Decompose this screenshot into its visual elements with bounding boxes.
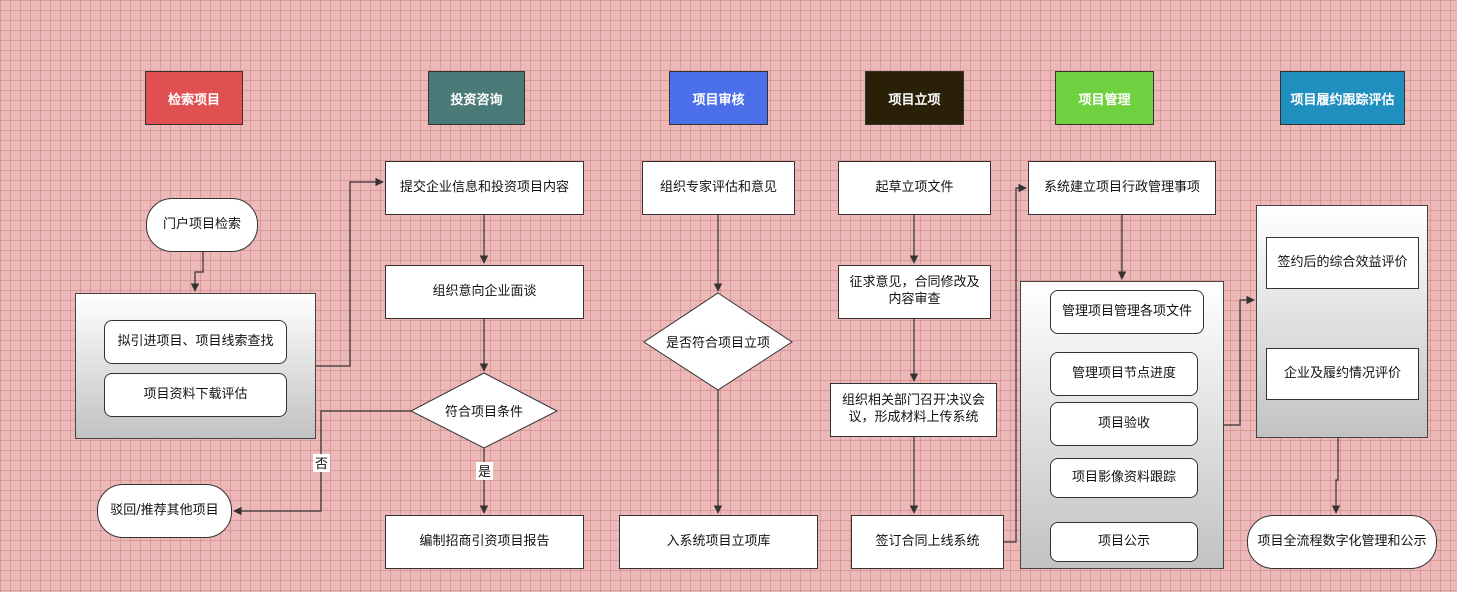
header-performance-tracking: 项目履约跟踪评估 — [1280, 71, 1405, 125]
panel-item-download-evaluate: 项目资料下载评估 — [104, 373, 287, 417]
arrow-sign-to-admin — [1004, 183, 1027, 543]
header-project-review: 项目审核 — [669, 71, 768, 125]
publicity-item: 项目公示 — [1050, 522, 1198, 562]
portal-search-node: 门户项目检索 — [146, 198, 258, 252]
interview-node: 组织意向企业面谈 — [385, 265, 584, 319]
admin-matters-node: 系统建立项目行政管理事项 — [1028, 161, 1216, 215]
manage-files-item: 管理项目管理各项文件 — [1050, 290, 1204, 334]
header-project-approval: 项目立项 — [865, 71, 964, 125]
arrow-management-to-evaluation — [1224, 295, 1255, 426]
yes-label: 是 — [478, 465, 491, 480]
image-tracking-item: 项目影像资料跟踪 — [1050, 458, 1198, 498]
manage-progress-item: 管理项目节点进度 — [1050, 352, 1198, 396]
approval-decision-text: 是否符合项目立项 — [666, 335, 770, 351]
digital-management-node: 项目全流程数字化管理和公示 — [1247, 515, 1437, 569]
no-label: 否 — [315, 457, 328, 472]
benefit-evaluation-item: 签约后的综合效益评价 — [1266, 237, 1419, 289]
panel-item-lead-search: 拟引进项目、项目线索查找 — [104, 320, 287, 364]
draft-file-node: 起草立项文件 — [838, 161, 991, 215]
acceptance-item: 项目验收 — [1050, 402, 1198, 446]
arrow-evaluation-to-end — [1331, 438, 1341, 514]
qualify-decision-text: 符合项目条件 — [445, 404, 523, 420]
reject-node: 驳回/推荐其他项目 — [97, 484, 232, 538]
submit-info-node: 提交企业信息和投资项目内容 — [385, 161, 584, 215]
meeting-node: 组织相关部门召开决议会议，形成材料上传系统 — [830, 383, 997, 437]
header-search-project: 检索项目 — [145, 71, 243, 125]
arrow-panel-to-submit — [316, 177, 384, 367]
project-library-node: 入系统项目立项库 — [619, 515, 818, 569]
sign-contract-node: 签订合同上线系统 — [851, 515, 1004, 569]
performance-evaluation-item: 企业及履约情况评价 — [1266, 348, 1419, 400]
expert-review-node: 组织专家评估和意见 — [642, 161, 795, 215]
opinion-node: 征求意见，合同修改及内容审查 — [838, 265, 991, 319]
header-investment-consulting: 投资咨询 — [428, 71, 525, 125]
arrow-portal-to-panel — [190, 252, 204, 292]
report-node: 编制招商引资项目报告 — [385, 515, 584, 569]
header-project-management: 项目管理 — [1055, 71, 1154, 125]
